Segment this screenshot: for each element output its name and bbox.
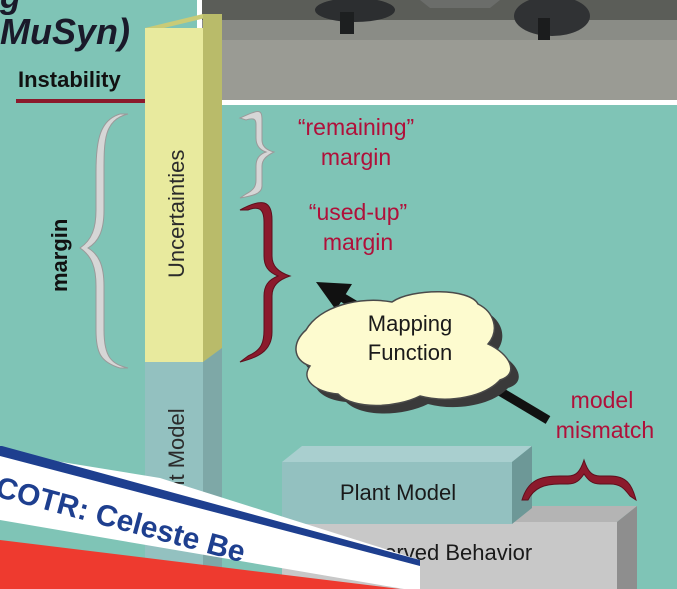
remaining-margin-line1: “remaining” [298, 114, 414, 140]
title-partial-top: g [0, 0, 21, 16]
mapping-function-line1: Mapping [368, 311, 452, 336]
mapping-function-line2: Function [368, 340, 452, 365]
mapping-function-cloud [295, 291, 519, 414]
cotr-banner [0, 446, 420, 589]
title-partial: MuSyn) [0, 11, 130, 52]
plant-model-box [282, 446, 532, 524]
margin-label: margin [47, 219, 72, 292]
usedup-margin-brace [239, 202, 292, 363]
margin-brace [79, 113, 129, 369]
instability-label: Instability [18, 67, 121, 92]
remaining-margin-brace [238, 111, 276, 199]
model-mismatch-line1: model [571, 387, 634, 413]
uncertainty-column [145, 14, 222, 589]
remaining-margin-line2: margin [321, 144, 391, 170]
uncertainties-label: Uncertainties [164, 150, 189, 278]
model-mismatch-brace [521, 458, 637, 502]
plant-model-box-label: Plant Model [340, 480, 456, 505]
aircraft-photo [197, 0, 677, 105]
model-mismatch-line2: mismatch [556, 417, 654, 443]
usedup-margin-line2: margin [323, 229, 393, 255]
usedup-margin-line1: “used-up” [309, 199, 407, 225]
